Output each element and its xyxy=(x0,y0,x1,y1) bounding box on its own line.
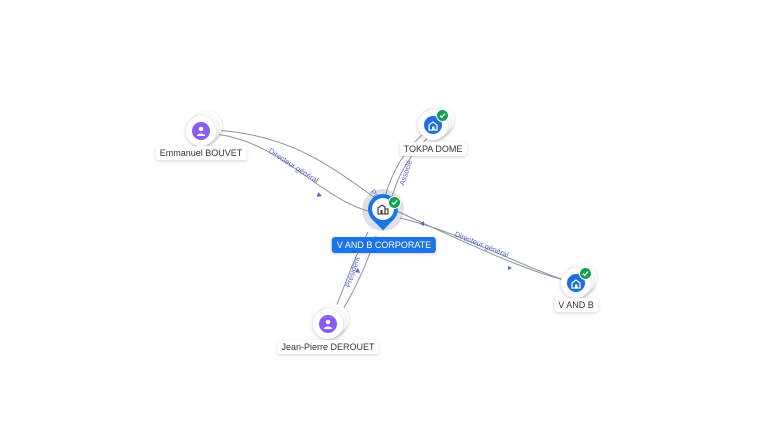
verified-check-icon xyxy=(436,109,449,122)
arrow-icon xyxy=(420,221,424,226)
edge-emmanuel-main[interactable] xyxy=(213,133,373,213)
node-circle[interactable] xyxy=(313,309,343,339)
node-label-v-and-b-corporate[interactable]: V AND B CORPORATE xyxy=(331,237,437,253)
edge-label-directeur-general-2: Directeur général xyxy=(453,230,510,260)
building-icon xyxy=(377,204,389,215)
arrow-icon xyxy=(317,192,322,197)
verified-check-icon xyxy=(579,267,592,280)
arrow-icon xyxy=(508,266,512,270)
person-icon xyxy=(192,122,210,140)
node-circle[interactable] xyxy=(418,110,448,140)
arrow-icon xyxy=(355,268,360,273)
node-label-jean-pierre-derouet[interactable]: Jean-Pierre DEROUET xyxy=(277,340,379,354)
node-label-tokpa-dome[interactable]: TOKPA DOME xyxy=(399,142,467,156)
verified-check-icon xyxy=(388,196,401,209)
edge-label-associe: Associé xyxy=(397,159,414,187)
node-label-emmanuel-bouvet[interactable]: Emmanuel BOUVET xyxy=(155,146,247,160)
edge-main-tokpa[interactable] xyxy=(383,131,426,201)
edge-main-tokpa-2 xyxy=(389,133,433,205)
node-label-v-and-b[interactable]: V AND B xyxy=(554,298,598,312)
node-circle[interactable] xyxy=(186,116,216,146)
edge-label-directeur-general-1: Directeur général xyxy=(267,146,320,185)
person-icon xyxy=(319,315,337,333)
